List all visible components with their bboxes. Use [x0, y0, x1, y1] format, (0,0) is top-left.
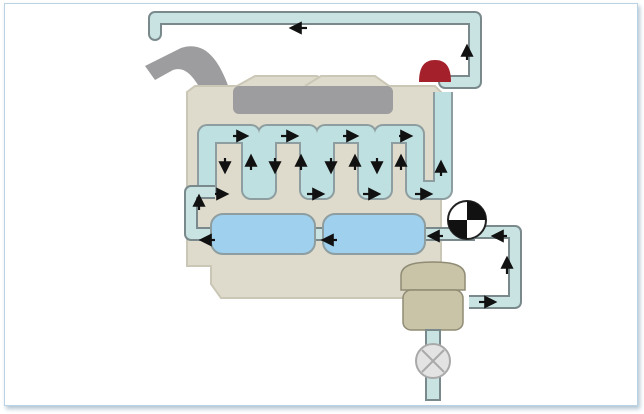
cylinder-liner [210, 213, 316, 255]
drain-valve [415, 343, 451, 379]
return-pipe-fill [150, 13, 480, 87]
coolant-filter [400, 261, 466, 331]
water-pump [447, 200, 487, 240]
thermostat [419, 60, 451, 82]
coolant-circuit-diagram [145, 11, 522, 401]
cylinder-liner [322, 213, 426, 255]
diagram-frame [4, 3, 638, 406]
flow-arrows [192, 21, 514, 309]
